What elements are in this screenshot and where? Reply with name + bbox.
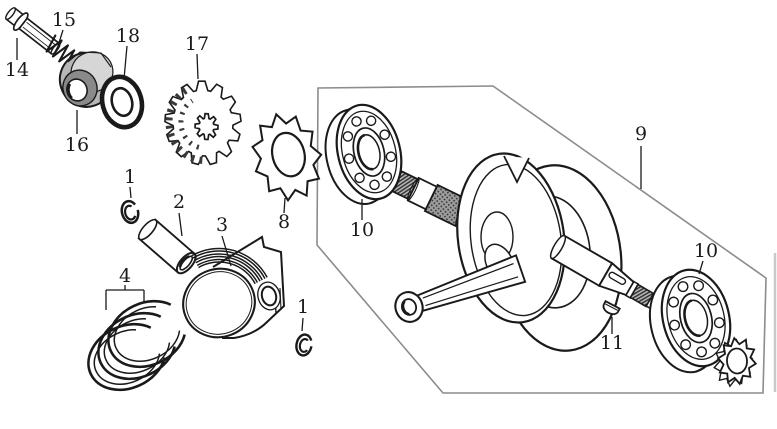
part-label-1-right: 1 (297, 296, 309, 318)
piston-pin (137, 218, 197, 275)
ball-bearing-right (648, 268, 732, 374)
part-label-3: 3 (216, 214, 228, 236)
part-label-11: 11 (600, 332, 624, 354)
part-label-14: 14 (5, 59, 29, 81)
part-label-17: 17 (185, 33, 209, 55)
part-label-18: 18 (116, 25, 140, 47)
small-sprocket (713, 336, 758, 388)
part-label-10-left: 10 (350, 219, 374, 241)
ball-bearing-left (324, 103, 403, 206)
woodruff-key (602, 299, 621, 316)
circlip-right (295, 333, 313, 357)
crankshaft (383, 152, 660, 352)
drive-gear (164, 80, 242, 166)
part-label-15: 15 (52, 9, 76, 31)
circlip-left (120, 199, 140, 225)
part-label-16: 16 (65, 134, 89, 156)
piston (182, 235, 286, 339)
piston-ring-set (87, 299, 187, 392)
part-label-4: 4 (119, 265, 131, 287)
part-label-8: 8 (278, 211, 290, 233)
web-notch (503, 155, 530, 185)
crankshaft-group-box (316, 85, 767, 394)
part-label-9: 9 (635, 123, 647, 145)
connecting-rod (394, 243, 527, 323)
sealing-washer (99, 74, 145, 130)
cam-chain-sprocket (251, 112, 323, 203)
part-label-1-left: 1 (124, 166, 136, 188)
part-label-10-right: 10 (694, 240, 718, 262)
part-labels: 14 15 16 18 17 1 2 3 8 4 1 9 10 11 10 (5, 9, 718, 354)
lock-nut (58, 51, 114, 108)
leader-lines (16, 29, 704, 334)
part-label-2: 2 (173, 191, 185, 213)
keyway-slot (608, 271, 627, 286)
